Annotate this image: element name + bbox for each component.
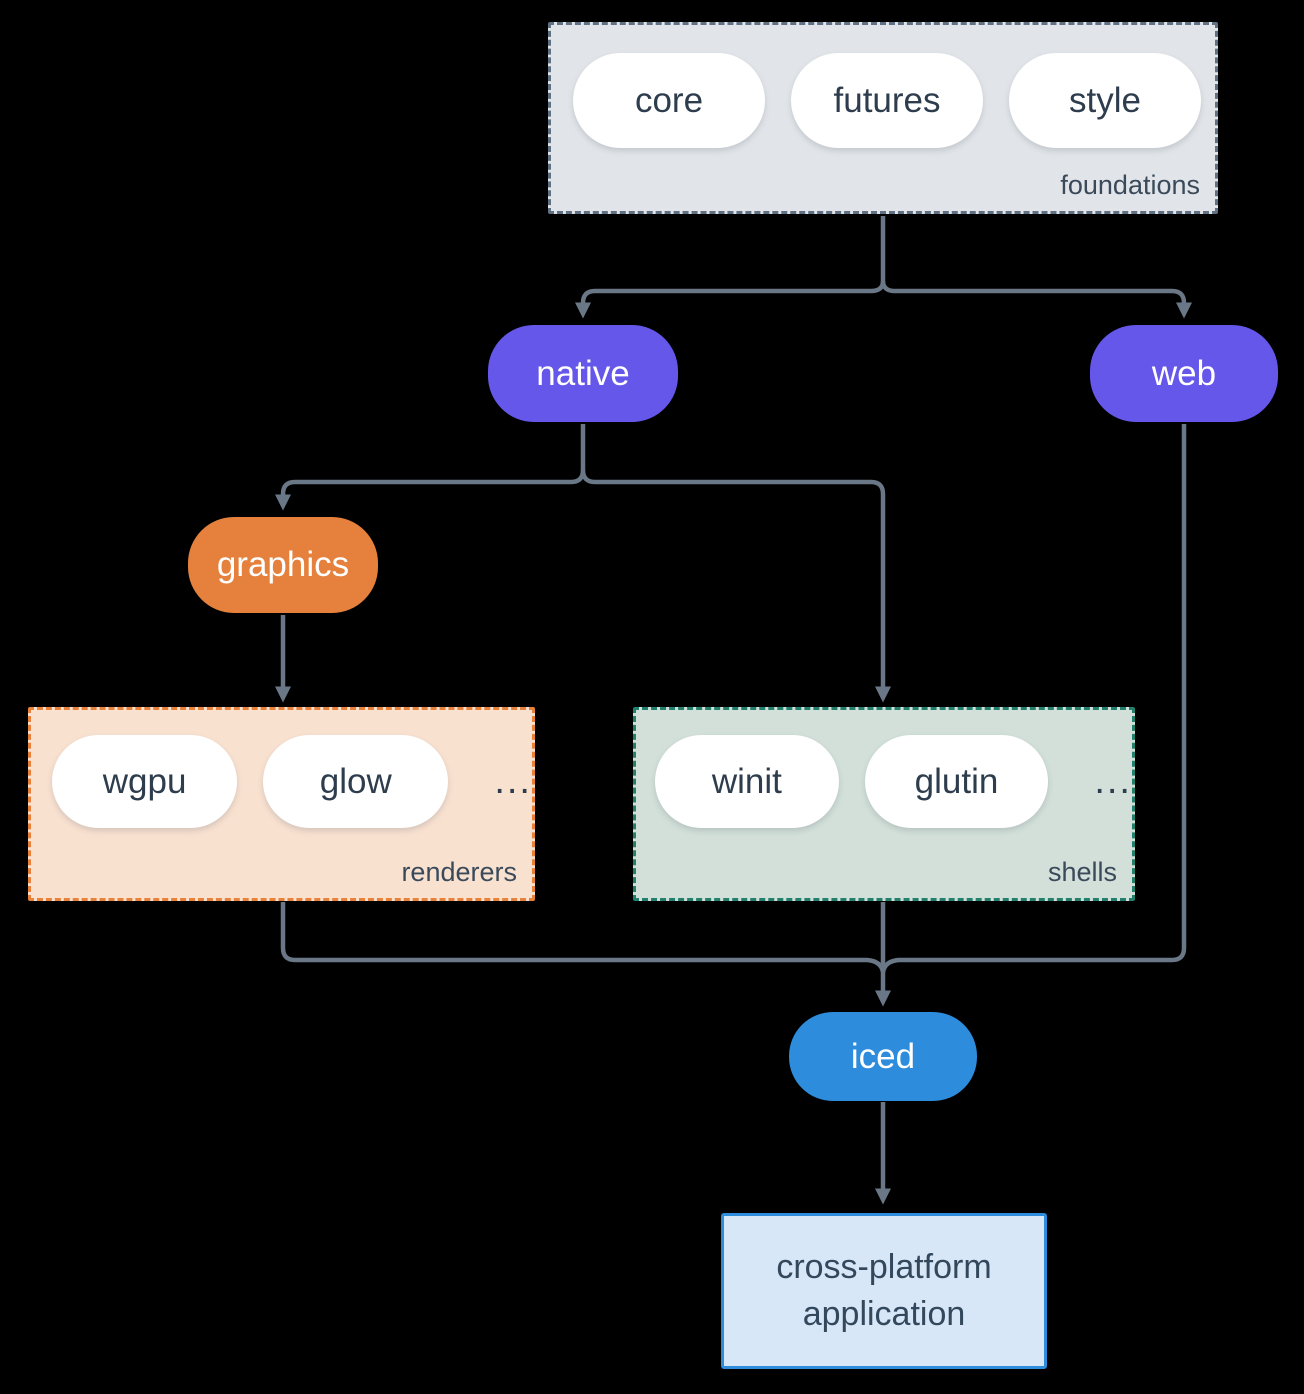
node-futures: futures xyxy=(791,53,983,148)
group-foundations: core futures style foundations xyxy=(548,22,1218,214)
node-iced: iced xyxy=(789,1012,977,1101)
edge-foundations-to-native xyxy=(574,280,886,319)
edge-foundations-to-web xyxy=(880,280,1193,319)
node-cross-platform-application: cross-platform application xyxy=(721,1213,1047,1369)
group-label-shells: shells xyxy=(1047,857,1117,887)
application-label-line1: cross-platform xyxy=(776,1248,992,1286)
node-winit: winit xyxy=(655,735,839,828)
application-label-line2: application xyxy=(802,1295,966,1333)
node-style: style xyxy=(1009,53,1201,148)
shells-pill-row: winit glutin ... xyxy=(636,710,1132,828)
shells-ellipsis: ... xyxy=(1094,760,1132,802)
node-graphics: graphics xyxy=(188,517,378,613)
foundations-pill-row: core futures style xyxy=(551,25,1215,148)
node-web: web xyxy=(1090,325,1278,422)
node-glutin: glutin xyxy=(864,735,1049,828)
renderers-ellipsis: ... xyxy=(494,760,532,802)
group-label-renderers: renderers xyxy=(401,857,517,887)
edge-renderers-to-merge xyxy=(280,902,886,973)
node-native: native xyxy=(488,325,678,422)
group-shells: winit glutin ... shells xyxy=(633,707,1135,901)
renderers-pill-row: wgpu glow ... xyxy=(31,710,532,828)
edge-native-to-shells xyxy=(580,469,892,703)
node-wgpu: wgpu xyxy=(52,735,238,828)
edge-native-to-graphics xyxy=(274,469,586,511)
group-renderers: wgpu glow ... renderers xyxy=(28,707,535,901)
node-glow: glow xyxy=(263,735,449,828)
group-label-foundations: foundations xyxy=(1060,170,1200,200)
node-core: core xyxy=(573,53,765,148)
